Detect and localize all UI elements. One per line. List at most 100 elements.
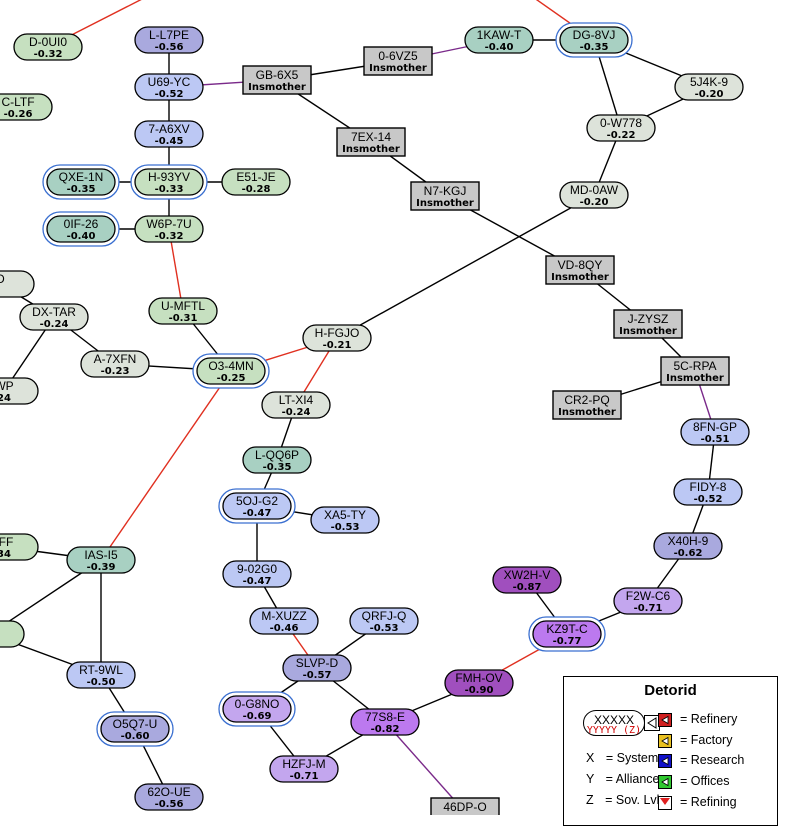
system-name: KZ9T-C [546, 622, 588, 636]
system-node-0g8no[interactable]: 0-G8NO-0.69 [218, 691, 296, 727]
system-node-dg8vj[interactable]: DG-8VJ-0.35 [555, 22, 633, 58]
npc-system-box [613, 309, 683, 339]
system-node-xg[interactable] [0, 620, 25, 648]
system-node-dxtar[interactable]: DX-TAR-0.24 [19, 303, 89, 331]
system-node-5ojg2[interactable]: 5OJ-G2-0.47 [218, 488, 296, 524]
npc-faction: Insmother [558, 407, 616, 418]
system-node-0w778[interactable]: 0-W778-0.22 [586, 114, 656, 142]
system-node-kz9tc[interactable]: KZ9T-C-0.77 [528, 616, 606, 652]
research-icon [658, 754, 672, 768]
system-node-lqq6p[interactable]: L-QQ6P-0.35 [242, 446, 312, 474]
system-node-a7xfn[interactable]: A-7XFN-0.23 [80, 350, 150, 378]
system-node-qrfjq[interactable]: QRFJ-Q-0.53 [349, 607, 419, 635]
npc-faction: Insmother [416, 198, 474, 209]
refining-icon [658, 796, 672, 810]
legend-item-research: = Research [658, 753, 745, 768]
security-level: -0.57 [303, 670, 332, 681]
security-level: -0.87 [513, 582, 542, 593]
system-node-qxe1n[interactable]: QXE-1N-0.35 [42, 164, 120, 200]
legend-item-label: = Factory [680, 733, 733, 747]
system-node-e51je[interactable]: E51-JE-0.28 [221, 168, 291, 196]
system-node-8fngp[interactable]: 8FN-GP-0.51 [680, 418, 750, 446]
security-level: -0.24 [282, 407, 311, 418]
system-node-cltf[interactable]: C-LTF-0.26 [0, 93, 53, 121]
system-node-62oue[interactable]: 62O-UE-0.56 [134, 783, 204, 811]
system-name: -FF [0, 535, 13, 549]
system-node-w6p7u[interactable]: W6P-7U-0.32 [134, 215, 204, 243]
system-node-x40h9[interactable]: X40H-9-0.62 [653, 532, 723, 560]
jump-connection [168, 228, 184, 312]
system-node-5j4k9[interactable]: 5J4K-9-0.20 [674, 73, 744, 101]
security-level: -0.90 [465, 685, 494, 696]
security-level: -0.46 [270, 623, 299, 634]
system-name: 77S8-E [365, 710, 405, 724]
system-node-fidy8[interactable]: FIDY-8-0.52 [673, 478, 743, 506]
system-pill [66, 546, 136, 574]
security-level: -0.82 [371, 724, 400, 735]
system-node-rt9wl[interactable]: RT-9WL-0.50 [66, 661, 136, 689]
system-node-0if26[interactable]: 0IF-26-0.40 [42, 211, 120, 247]
system-node-xw2hv[interactable]: XW2H-V-0.87 [492, 566, 562, 594]
system-node-slvpd[interactable]: SLVP-D-0.57 [282, 654, 352, 682]
system-node-fmhov[interactable]: FMH-OV-0.90 [444, 669, 514, 697]
system-name: SLVP-D [296, 656, 339, 670]
security-level: -0.22 [607, 130, 636, 141]
legend-sample-name: XXXXX [593, 713, 635, 727]
system-node-f2wc6[interactable]: F2W-C6-0.71 [613, 587, 683, 615]
system-name: L-QQ6P [255, 448, 299, 462]
system-node-hfgjo[interactable]: H-FGJO-0.21 [302, 324, 372, 352]
system-pill [464, 26, 534, 54]
system-node-xo[interactable]: O [0, 270, 35, 298]
system-name: GB-6X5 [256, 68, 299, 82]
system-name: MD-0AW [570, 183, 619, 197]
npc-system-box [363, 46, 433, 76]
system-name: 62O-UE [147, 785, 190, 799]
system-node-umftl[interactable]: U-MFTL-0.31 [148, 297, 218, 325]
system-node-a6xv[interactable]: 7-A6XV-0.45 [134, 120, 204, 148]
system-node-xa5ty[interactable]: XA5-TY-0.53 [310, 506, 380, 534]
legend-item-refining: = Refining [658, 795, 737, 810]
system-node-o34mn[interactable]: O3-4MN-0.25 [192, 353, 270, 389]
system-name: J-ZYSZ [628, 312, 669, 326]
security-level: -0.71 [290, 771, 319, 782]
system-pill [222, 695, 292, 723]
npc-faction: Insmother [619, 326, 677, 337]
system-node-1kawt[interactable]: 1KAW-T-0.40 [464, 26, 534, 54]
npc-system-node-46dpo[interactable]: 46DP-O [430, 797, 500, 815]
legend-item-label: = Refinery [680, 712, 738, 726]
legend-key-letter: Z [586, 793, 594, 807]
system-node-o5q7u[interactable]: O5Q7-U-0.60 [96, 711, 174, 747]
system-node-hzfjm[interactable]: HZFJ-M-0.71 [269, 755, 339, 783]
security-level: -0.71 [634, 603, 663, 614]
system-node-mxuzz[interactable]: M-XUZZ-0.46 [249, 607, 319, 635]
system-pill [674, 73, 744, 101]
system-node-d0ui0[interactable]: D-0UI0-0.32 [13, 33, 83, 61]
system-node-md0aw[interactable]: MD-0AW-0.20 [559, 181, 629, 209]
security-level: -0.24 [40, 319, 69, 330]
factory-icon [658, 734, 672, 748]
system-pill [302, 324, 372, 352]
system-node-l7pe[interactable]: L-L7PE-0.56 [134, 26, 204, 54]
system-pill [444, 669, 514, 697]
system-node-u69yc[interactable]: U69-YC-0.52 [134, 73, 204, 101]
legend-item-label: = Research [680, 753, 745, 767]
system-node-h93yv[interactable]: H-93YV-0.33 [130, 164, 208, 200]
system-name: H-FGJO [315, 326, 360, 340]
system-node-77s8e[interactable]: 77S8-E-0.82 [350, 708, 420, 736]
system-node-902g0[interactable]: 9-02G0-0.47 [222, 560, 292, 588]
system-node-wp[interactable]: WP24 [0, 377, 39, 405]
system-node-ltxi4[interactable]: LT-XI4-0.24 [261, 391, 331, 419]
legend-key-sov-level: Z = Sov. Lvl [586, 793, 659, 807]
system-pill [0, 377, 39, 405]
system-node-iasi5[interactable]: IAS-I5-0.39 [66, 546, 136, 574]
security-level: -0.28 [242, 184, 271, 195]
